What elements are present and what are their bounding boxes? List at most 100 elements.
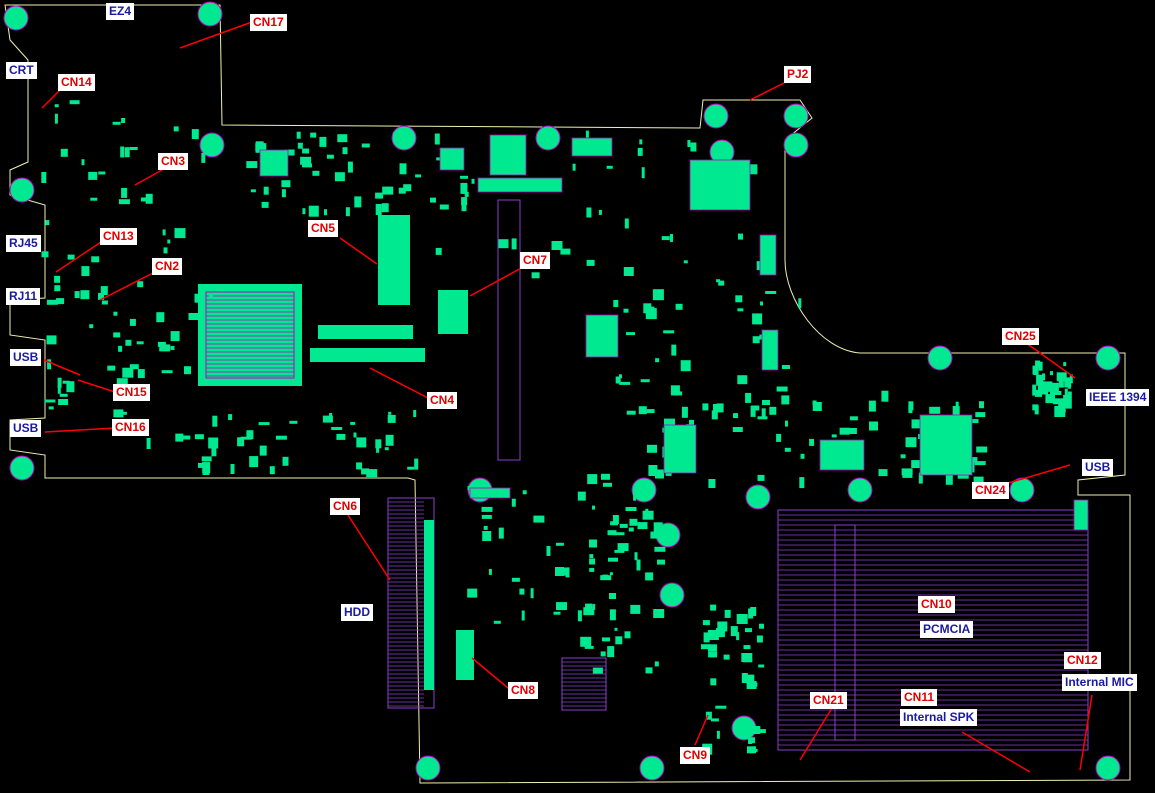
smd-pad [81, 266, 90, 277]
smd-pad [761, 408, 766, 419]
smd-pad [612, 515, 619, 524]
smd-pad [88, 171, 98, 180]
smd-pad [756, 635, 763, 643]
smd-pad [976, 446, 988, 453]
smd-pad [614, 627, 618, 631]
mounting-hole [783, 103, 809, 129]
smd-pad [970, 457, 978, 463]
smd-pad [324, 209, 327, 216]
smd-pad [747, 746, 756, 754]
smd-pad [723, 654, 730, 660]
smd-pad [911, 419, 923, 429]
smd-pad [602, 574, 609, 579]
smd-pad [782, 365, 790, 369]
smd-pad [281, 189, 286, 198]
smd-pad [781, 395, 790, 405]
smd-pad [249, 456, 259, 468]
smd-pad [800, 453, 805, 459]
smd-pad [809, 438, 815, 446]
smd-pad [670, 234, 673, 242]
smd-pad [41, 172, 47, 183]
smd-pad [687, 140, 691, 147]
smd-pad [715, 705, 727, 709]
smd-pad [415, 174, 422, 178]
smd-pad [54, 104, 59, 108]
smd-pad [184, 366, 191, 375]
smd-pad [74, 291, 80, 299]
smd-pad [208, 437, 219, 449]
smd-pad [607, 646, 615, 658]
smd-pad [1032, 384, 1037, 396]
smd-pad [971, 419, 979, 424]
cn8-label: CN8 [508, 682, 539, 699]
smd-pad [59, 393, 68, 397]
smd-pad [1064, 395, 1072, 400]
smd-pad [749, 682, 758, 687]
smd-pad [600, 651, 606, 657]
smd-pad [952, 406, 960, 417]
smd-pad [707, 630, 719, 640]
smd-pad [655, 469, 664, 479]
smd-pad [336, 433, 346, 440]
smd-pad [403, 184, 412, 192]
cn17-label: CN17 [250, 14, 287, 31]
cn7-label: CN7 [520, 252, 551, 269]
component-block [761, 329, 779, 371]
smd-pad [212, 137, 216, 144]
smd-pad [655, 358, 660, 363]
cn13-label: CN13 [100, 228, 137, 245]
smd-pad [634, 552, 638, 561]
smd-pad [708, 644, 717, 652]
smd-pad [587, 474, 598, 485]
smd-pad [381, 203, 389, 213]
smd-pad [1032, 404, 1039, 411]
smd-pad [654, 546, 666, 552]
smd-pad [812, 402, 822, 411]
mounting-hole [9, 455, 35, 481]
smd-pad [759, 623, 764, 629]
smd-pad [482, 531, 492, 541]
smd-pad [637, 522, 648, 530]
smd-pad [979, 401, 984, 409]
smd-pad [868, 400, 876, 412]
smd-pad [733, 413, 738, 419]
smd-pad [125, 339, 132, 346]
smd-pad [98, 171, 106, 175]
smd-pad [439, 204, 449, 210]
smd-pad [583, 607, 595, 616]
smd-pad [765, 291, 777, 294]
smd-pad [641, 167, 645, 179]
smd-pad [589, 567, 595, 572]
smd-pad [312, 170, 320, 176]
smd-pad [758, 664, 765, 668]
smd-pad [259, 445, 267, 456]
smd-pad [661, 236, 670, 241]
smd-pad [584, 645, 594, 649]
component-block [1073, 499, 1089, 531]
smd-pad [67, 254, 75, 260]
component-block [819, 439, 865, 471]
smd-pad [201, 152, 206, 163]
smd-pad [375, 204, 382, 215]
smd-pad [750, 405, 756, 417]
smd-pad [623, 267, 634, 276]
smd-pad [736, 614, 748, 624]
smd-pad [361, 143, 370, 148]
smd-pad [1056, 372, 1067, 382]
smd-pad [670, 385, 680, 396]
smd-pad [643, 303, 652, 314]
bottom-chip [561, 657, 607, 711]
smd-pad [645, 308, 657, 320]
smd-pad [41, 251, 49, 258]
smd-pad [467, 588, 478, 598]
smd-pad [675, 303, 683, 310]
mounting-hole [745, 484, 771, 510]
smd-pad [342, 147, 348, 155]
smd-pad [642, 482, 647, 487]
mounting-hole [927, 345, 953, 371]
smd-pad [430, 197, 436, 203]
smd-pad [638, 406, 647, 415]
smd-pad [112, 121, 121, 125]
smd-pad [748, 737, 755, 744]
smd-pad [282, 456, 289, 466]
